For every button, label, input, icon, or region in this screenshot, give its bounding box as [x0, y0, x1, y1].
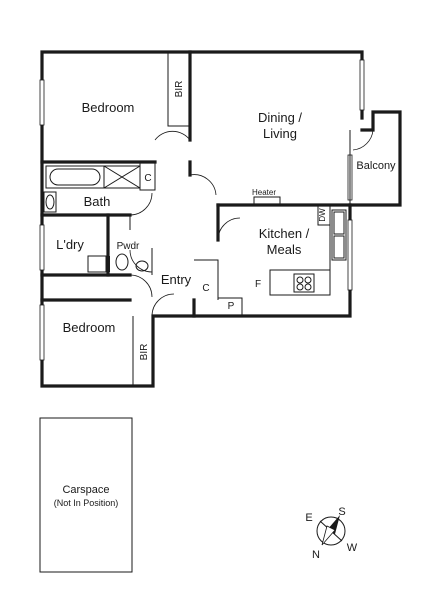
- compass-w: W: [347, 542, 358, 554]
- compass-n: N: [312, 549, 320, 561]
- bathtub: [45, 165, 105, 189]
- heater-unit: [253, 196, 281, 206]
- label-pantry: P: [228, 301, 235, 312]
- kitchen-sink: [331, 209, 347, 261]
- window-bedroom-bottom: [39, 304, 45, 361]
- window-kitchen: [347, 219, 353, 291]
- carspace-title: Carspace: [62, 484, 109, 496]
- compass: E S N W: [305, 506, 357, 561]
- label-entry: Entry: [161, 272, 192, 287]
- window-bedroom-top: [39, 79, 45, 126]
- compass-e: E: [305, 512, 312, 524]
- label-meals: Meals: [267, 242, 302, 257]
- laundry-trough: [87, 255, 110, 273]
- basin: [43, 191, 57, 213]
- label-powder: Pwdr: [117, 241, 140, 252]
- door-swings: [129, 129, 374, 317]
- label-laundry: L'dry: [56, 237, 84, 252]
- label-bath: Bath: [84, 194, 111, 209]
- label-balcony: Balcony: [356, 160, 396, 172]
- label-living: Living: [263, 126, 297, 141]
- shower: [103, 165, 141, 189]
- label-bath-cupboard: C: [144, 173, 151, 184]
- label-dining: Dining /: [258, 110, 302, 125]
- label-heater: Heater: [252, 188, 276, 197]
- label-bedroom-bottom: Bedroom: [63, 320, 116, 335]
- toilet: [115, 253, 149, 272]
- label-bedroom-top: Bedroom: [82, 100, 135, 115]
- label-entry-cupboard: C: [202, 283, 209, 294]
- label-bir-top: BIR: [174, 81, 185, 98]
- window-laundry: [39, 224, 45, 271]
- carspace-outline: [39, 417, 133, 573]
- label-bir-bottom: BIR: [139, 344, 150, 361]
- cooktop: [293, 273, 315, 293]
- carspace-note: (Not In Position): [54, 498, 119, 508]
- windows: [39, 59, 365, 361]
- window-dining: [359, 59, 365, 111]
- carspace: Carspace (Not In Position): [39, 417, 133, 573]
- compass-s: S: [338, 506, 345, 518]
- label-fridge: F: [255, 279, 261, 290]
- label-dishwasher: DW: [318, 208, 327, 222]
- label-kitchen: Kitchen /: [259, 226, 310, 241]
